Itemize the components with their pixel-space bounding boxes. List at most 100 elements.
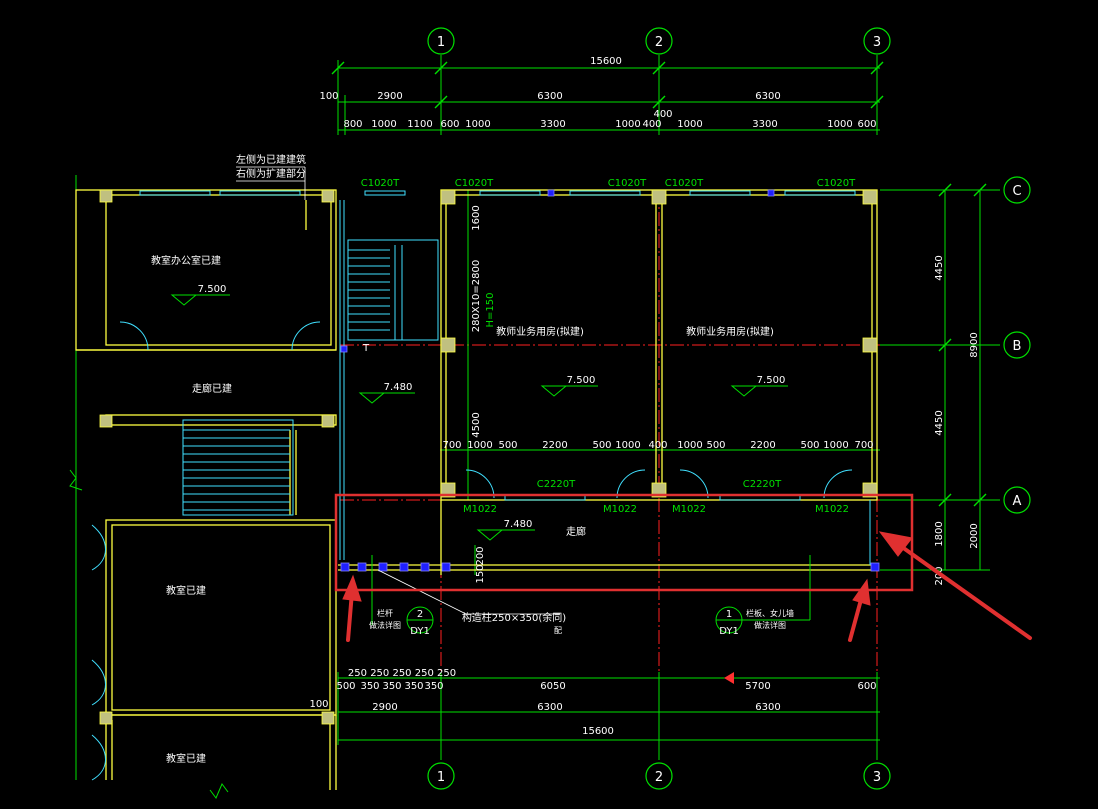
axis-label-1-top: 1	[437, 35, 445, 50]
note-line-2: 右侧为扩建部分	[236, 167, 306, 180]
window-label-1: C1020T	[361, 178, 400, 189]
detail-2-ref: DY1	[410, 626, 430, 637]
dim-bottom2-6300b: 6300	[755, 702, 780, 713]
dim-top3-8: 1000	[677, 119, 702, 130]
detail-1-num: 1	[726, 609, 732, 620]
elevation-4: 7.500	[757, 375, 786, 386]
dim-top3-2: 1100	[407, 119, 432, 130]
dim-top-6300a: 6300	[537, 91, 562, 102]
dim-top-400: 400	[653, 109, 672, 120]
dim-mid-5: 1000	[615, 440, 640, 451]
dim-vert-150: 150	[475, 564, 486, 583]
room-right-1: 教师业务用房(拟建)	[496, 325, 584, 338]
window-label-2: C1020T	[455, 178, 494, 189]
dim-bottom-500: 500	[336, 681, 355, 692]
windows	[139, 190, 871, 565]
dim-right-4450a: 4450	[934, 255, 945, 280]
dim-bottom-600: 600	[857, 681, 876, 692]
dim-top3-7: 400	[642, 119, 661, 130]
dim-top-100: 100	[319, 91, 338, 102]
dim-bottom-6050: 6050	[540, 681, 565, 692]
dim-bottom2-6300a: 6300	[537, 702, 562, 713]
elevation-5: 7.480	[504, 519, 533, 530]
axis-label-3-bottom: 3	[873, 770, 881, 785]
dim-top3-5: 3300	[540, 119, 565, 130]
dim-mid-4: 500	[592, 440, 611, 451]
axis-bubbles	[427, 27, 1031, 790]
elevation-2: 7.480	[384, 382, 413, 393]
room-right-2: 教师业务用房(拟建)	[686, 325, 774, 338]
dim-bottom-350a: 350	[360, 681, 379, 692]
detail-2-num: 2	[417, 609, 423, 620]
dim-vert-200: 200	[475, 546, 486, 565]
stair-mark: H=150	[485, 293, 496, 328]
detail-2-note-a: 栏杆	[377, 608, 393, 618]
dim-top-6300b: 6300	[755, 91, 780, 102]
dim-bottom-350d: 350	[424, 681, 443, 692]
highlight-arrows	[342, 531, 1032, 642]
dim-mid-8: 500	[706, 440, 725, 451]
room-left-mid: 教室已建	[166, 584, 206, 597]
detail-callout-1	[715, 555, 811, 634]
detail-1-note-b: 做法详图	[754, 620, 786, 630]
t-mark: T	[362, 343, 370, 354]
dim-vert-1600: 1600	[471, 205, 482, 230]
axis-label-a: A	[1013, 494, 1022, 509]
dim-mid-7: 1000	[677, 440, 702, 451]
dim-top-total: 15600	[590, 56, 622, 67]
dim-bottom-5700: 5700	[745, 681, 770, 692]
dim-top3-4: 1000	[465, 119, 490, 130]
dim-bottom2-2900: 2900	[372, 702, 397, 713]
window-label-4: C1020T	[665, 178, 704, 189]
small-mark: 配	[554, 626, 562, 635]
dim-right-1800: 1800	[934, 521, 945, 546]
axis-label-c: C	[1012, 184, 1021, 199]
detail-1-ref: DY1	[719, 626, 739, 637]
axis-label-1-bottom: 1	[437, 770, 445, 785]
dim-top3-11: 600	[857, 119, 876, 130]
dim-top3-9: 3300	[752, 119, 777, 130]
dim-mid-12: 700	[854, 440, 873, 451]
window-label-5: C1020T	[817, 178, 856, 189]
door-label-1: M1022	[463, 504, 497, 515]
room-left-top: 教室办公室已建	[151, 254, 221, 267]
dim-mid-2: 500	[498, 440, 517, 451]
axis-label-2-bottom: 2	[655, 770, 663, 785]
door-label-2: M1022	[603, 504, 637, 515]
highlight-box	[334, 493, 914, 592]
dim-right-8900: 8900	[969, 332, 980, 357]
elevation-3: 7.500	[567, 375, 596, 386]
dim-mid-1: 1000	[467, 440, 492, 451]
dim-bottom-350b: 350	[382, 681, 401, 692]
door-swings	[91, 321, 853, 781]
dim-top-2900: 2900	[377, 91, 402, 102]
dim-mid-11: 1000	[823, 440, 848, 451]
door-label-4: M1022	[815, 504, 849, 515]
window-label-c2220-2: C2220T	[743, 479, 782, 490]
column-note-leader	[377, 569, 560, 615]
window-label-3: C1020T	[608, 178, 647, 189]
note-callout: 左侧为已建建筑 右侧为扩建部分	[236, 153, 306, 200]
axis-label-3-top: 3	[873, 35, 881, 50]
corridor-right: 走廊	[566, 525, 586, 538]
column-note: 构造柱250×350(余同)	[462, 611, 566, 624]
dim-bottom-total: 15600	[582, 726, 614, 737]
dim-bottom-250s: 250 250 250 250 250	[348, 668, 456, 679]
detail-2-note-b: 做法详图	[369, 620, 401, 630]
room-left-bot: 教室已建	[166, 752, 206, 765]
axis-label-b: B	[1013, 339, 1022, 354]
dim-right-2000: 2000	[969, 523, 980, 548]
cursor-mark	[724, 672, 734, 684]
dim-bottom-350c: 350	[404, 681, 423, 692]
dim-mid-9: 2200	[750, 440, 775, 451]
dim-right-4450b: 4450	[934, 410, 945, 435]
dimension-lines	[75, 55, 1000, 780]
dim-top3-3: 600	[440, 119, 459, 130]
dim-mid-0: 700	[442, 440, 461, 451]
detail-1-note-a: 栏板、女儿墙	[746, 608, 794, 618]
railing-posts	[340, 189, 880, 572]
elevation-1: 7.500	[198, 284, 227, 295]
break-marks	[69, 469, 229, 799]
dim-top3-0: 800	[343, 119, 362, 130]
